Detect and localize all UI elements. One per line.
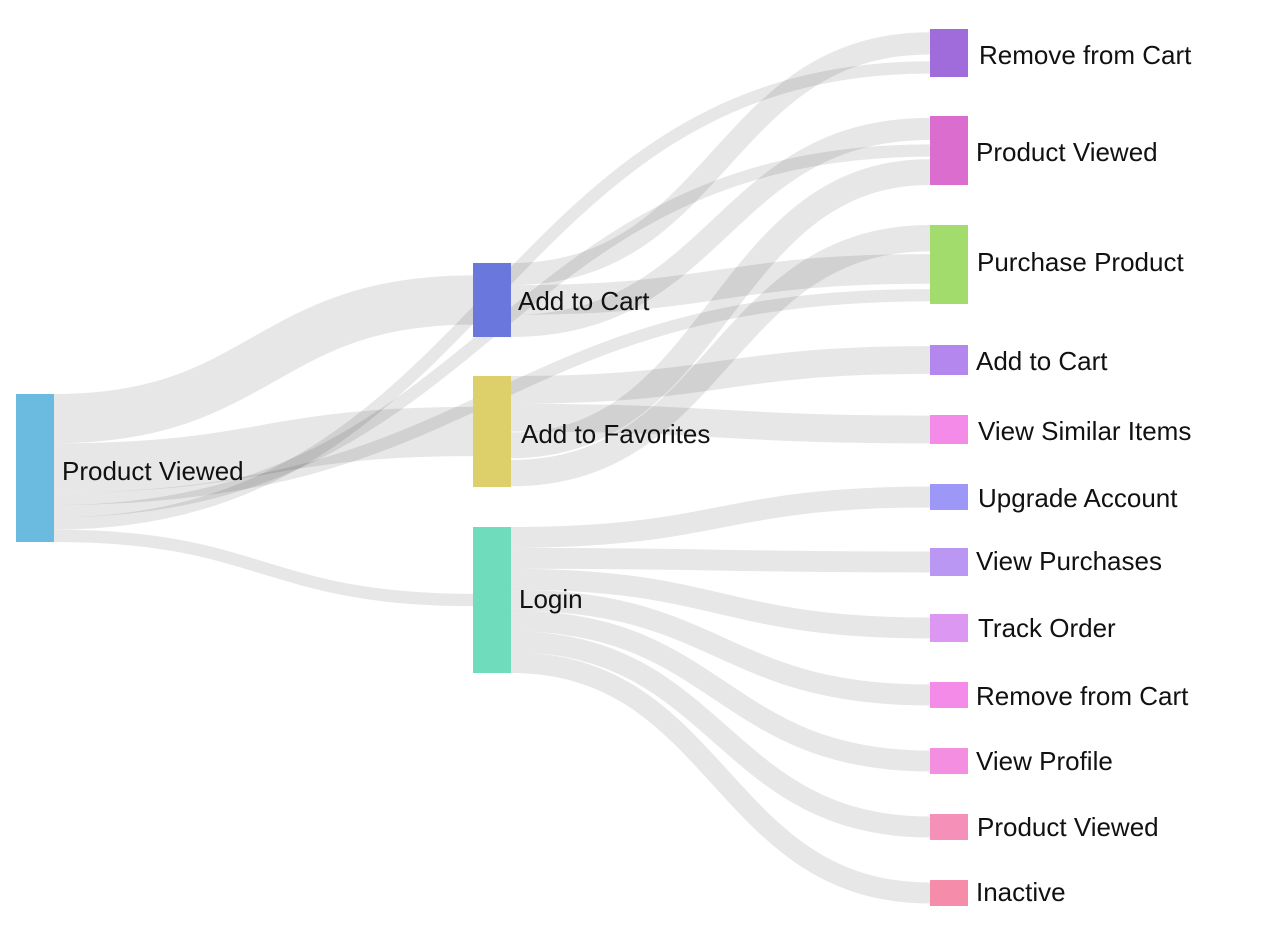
node-ua2 [930, 484, 968, 510]
node-label-vp2: View Purchases [976, 546, 1162, 576]
node-rfc2b [930, 682, 968, 708]
link-fav1-to-pp2 [510, 225, 931, 487]
link-login1-to-ua2 [510, 486, 931, 548]
node-label-pv2b: Product Viewed [977, 812, 1159, 842]
link-login1-to-pv2b [510, 631, 931, 838]
link-login1-to-rfc2b [510, 589, 931, 706]
link-cart1-to-pp2 [510, 254, 931, 315]
link-login1-to-in2 [510, 652, 931, 904]
node-label-to2: Track Order [978, 613, 1116, 643]
node-vp2 [930, 548, 968, 576]
node-to2 [930, 614, 968, 642]
node-login1 [473, 527, 511, 673]
link-pv0-to-cart1 [53, 275, 474, 444]
node-fav1 [473, 376, 511, 487]
node-vsi2 [930, 415, 968, 444]
link-login1-to-vpr2 [510, 610, 931, 772]
node-pv2 [930, 116, 968, 185]
link-cart1-to-pv2 [510, 117, 931, 337]
node-pv0 [16, 394, 54, 542]
node-pp2 [930, 225, 968, 304]
node-label-rfc2b: Remove from Cart [976, 681, 1189, 711]
node-label-login1: Login [519, 584, 583, 614]
node-label-pv0: Product Viewed [62, 456, 244, 486]
node-label-atc2: Add to Cart [976, 346, 1108, 376]
node-label-pp2: Purchase Product [977, 247, 1184, 277]
node-label-fav1: Add to Favorites [521, 419, 710, 449]
node-label-cart1: Add to Cart [518, 286, 650, 316]
link-login1-to-to2 [510, 568, 931, 639]
node-rfc2 [930, 29, 968, 77]
link-fav1-to-pv2 [510, 159, 931, 459]
node-label-pv2: Product Viewed [976, 137, 1158, 167]
nodes-layer [16, 29, 968, 906]
node-vpr2 [930, 748, 968, 774]
node-pv2b [930, 814, 968, 840]
node-atc2 [930, 345, 968, 375]
node-label-in2: Inactive [976, 877, 1066, 907]
node-cart1 [473, 263, 511, 337]
node-label-vsi2: View Similar Items [978, 416, 1191, 446]
node-in2 [930, 880, 968, 906]
node-label-rfc2: Remove from Cart [979, 40, 1192, 70]
link-pv0-to-login1 [53, 529, 474, 607]
node-label-ua2: Upgrade Account [978, 483, 1178, 513]
link-cart1-to-rfc2 [510, 32, 931, 286]
node-label-vpr2: View Profile [976, 746, 1113, 776]
link-login1-to-vp2 [510, 547, 931, 573]
